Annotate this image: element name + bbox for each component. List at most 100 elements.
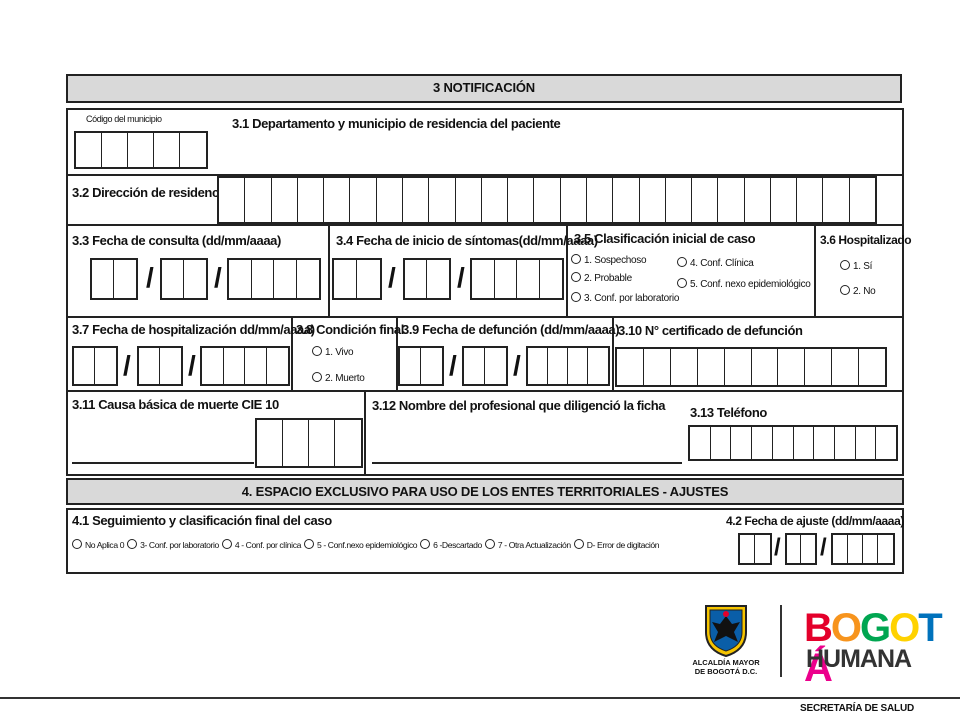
char-box[interactable] — [245, 178, 272, 222]
char-box[interactable] — [835, 427, 856, 459]
char-box[interactable] — [718, 178, 745, 222]
radio-button-icon[interactable] — [840, 285, 850, 295]
radio-button-icon[interactable] — [573, 539, 584, 549]
seguimiento-option[interactable]: No Aplica 0 — [72, 539, 124, 550]
char-box[interactable] — [797, 178, 824, 222]
clasificacion-option-4[interactable]: 4. Conf. Clínica — [677, 257, 754, 269]
char-box[interactable] — [805, 349, 833, 385]
char-box[interactable] — [876, 427, 896, 459]
certificado-defuncion-boxes[interactable] — [615, 347, 887, 387]
fecha-hospitalizacion-dd[interactable] — [72, 346, 118, 386]
char-box[interactable] — [856, 427, 877, 459]
fecha-hospitalizacion-aaaa[interactable] — [200, 346, 290, 386]
radio-button-icon[interactable] — [420, 539, 431, 549]
char-box[interactable] — [561, 178, 587, 222]
char-box[interactable] — [692, 178, 719, 222]
radio-button-icon[interactable] — [312, 346, 322, 356]
causa-muerte-cie10-boxes[interactable] — [255, 418, 363, 468]
fecha-sintomas-mm[interactable] — [403, 258, 451, 300]
char-box[interactable] — [272, 178, 298, 222]
char-box[interactable] — [850, 178, 875, 222]
fecha-defuncion-dd[interactable] — [398, 346, 444, 386]
char-box[interactable] — [725, 349, 752, 385]
clasificacion-option-5[interactable]: 5. Conf. nexo epidemiológico — [677, 278, 811, 290]
char-box[interactable] — [731, 427, 753, 459]
radio-button-icon[interactable] — [303, 539, 314, 549]
char-box[interactable] — [482, 178, 509, 222]
radio-button-icon[interactable] — [571, 292, 581, 302]
condicion-muerto[interactable]: 2. Muerto — [312, 372, 365, 384]
char-box[interactable] — [534, 178, 561, 222]
direccion-residencia-boxes[interactable] — [217, 176, 877, 224]
char-box[interactable] — [771, 178, 798, 222]
nombre-profesional-line[interactable] — [372, 462, 682, 464]
radio-button-icon[interactable] — [127, 539, 138, 549]
hospitalizado-si[interactable]: 1. Sí — [840, 260, 872, 272]
radio-button-icon[interactable] — [221, 539, 232, 549]
char-box[interactable] — [350, 178, 377, 222]
field-3-10-label: 3.10 N° certificado de defunción — [618, 323, 803, 338]
radio-button-icon[interactable] — [72, 539, 82, 549]
seguimiento-option[interactable]: 6 -Descartado — [420, 539, 482, 550]
fecha-consulta-dd[interactable] — [90, 258, 138, 300]
seguimiento-option[interactable]: 7 - Otra Actualización — [484, 539, 571, 550]
char-box[interactable] — [219, 178, 246, 222]
fecha-ajuste-dd[interactable] — [738, 533, 772, 565]
clasificacion-option-2[interactable]: 2. Probable — [571, 272, 632, 284]
date-slash: / — [774, 534, 781, 561]
char-box[interactable] — [671, 349, 698, 385]
char-box[interactable] — [690, 427, 711, 459]
fecha-hospitalizacion-mm[interactable] — [137, 346, 183, 386]
radio-button-icon[interactable] — [677, 278, 687, 288]
char-box[interactable] — [613, 178, 640, 222]
radio-button-icon[interactable] — [571, 272, 581, 282]
seguimiento-option[interactable]: 5 - Conf.nexo epidemiológico — [303, 539, 417, 550]
char-box[interactable] — [429, 178, 456, 222]
fecha-ajuste-aaaa[interactable] — [831, 533, 895, 565]
char-box[interactable] — [617, 349, 644, 385]
char-box[interactable] — [778, 349, 806, 385]
radio-button-icon[interactable] — [840, 260, 850, 270]
char-box[interactable] — [711, 427, 732, 459]
fecha-consulta-aaaa[interactable] — [227, 258, 321, 300]
char-box[interactable] — [773, 427, 794, 459]
char-box[interactable] — [456, 178, 482, 222]
char-box[interactable] — [823, 178, 850, 222]
char-box[interactable] — [640, 178, 666, 222]
char-box[interactable] — [752, 427, 773, 459]
seguimiento-option[interactable]: 4 - Conf. por clínica — [221, 539, 301, 550]
char-box[interactable] — [698, 349, 725, 385]
codigo-municipio-boxes[interactable] — [74, 131, 208, 169]
radio-button-icon[interactable] — [571, 254, 581, 264]
radio-button-icon[interactable] — [312, 372, 322, 382]
char-box[interactable] — [298, 178, 325, 222]
char-box[interactable] — [794, 427, 815, 459]
char-box[interactable] — [859, 349, 885, 385]
char-box[interactable] — [508, 178, 535, 222]
char-box[interactable] — [403, 178, 430, 222]
char-box[interactable] — [587, 178, 614, 222]
char-box[interactable] — [832, 349, 860, 385]
clasificacion-option-3[interactable]: 3. Conf. por laboratorio — [571, 292, 679, 304]
radio-button-icon[interactable] — [677, 257, 687, 267]
radio-button-icon[interactable] — [484, 539, 495, 549]
fecha-ajuste-mm[interactable] — [785, 533, 817, 565]
fecha-consulta-mm[interactable] — [160, 258, 208, 300]
fecha-sintomas-aaaa[interactable] — [470, 258, 564, 300]
fecha-defuncion-mm[interactable] — [462, 346, 508, 386]
fecha-sintomas-dd[interactable] — [332, 258, 382, 300]
clasificacion-option-1[interactable]: 1. Sospechoso — [571, 254, 647, 266]
hospitalizado-no[interactable]: 2. No — [840, 285, 876, 297]
char-box[interactable] — [814, 427, 835, 459]
telefono-boxes[interactable] — [688, 425, 898, 461]
char-box[interactable] — [752, 349, 779, 385]
char-box[interactable] — [666, 178, 693, 222]
condicion-vivo[interactable]: 1. Vivo — [312, 346, 354, 358]
char-box[interactable] — [324, 178, 351, 222]
char-box[interactable] — [377, 178, 403, 222]
fecha-defuncion-aaaa[interactable] — [526, 346, 610, 386]
char-box[interactable] — [644, 349, 671, 385]
seguimiento-option[interactable]: D- Error de digitación — [573, 539, 660, 550]
char-box[interactable] — [745, 178, 771, 222]
seguimiento-option[interactable]: 3- Conf. por laboratorio — [127, 539, 219, 550]
